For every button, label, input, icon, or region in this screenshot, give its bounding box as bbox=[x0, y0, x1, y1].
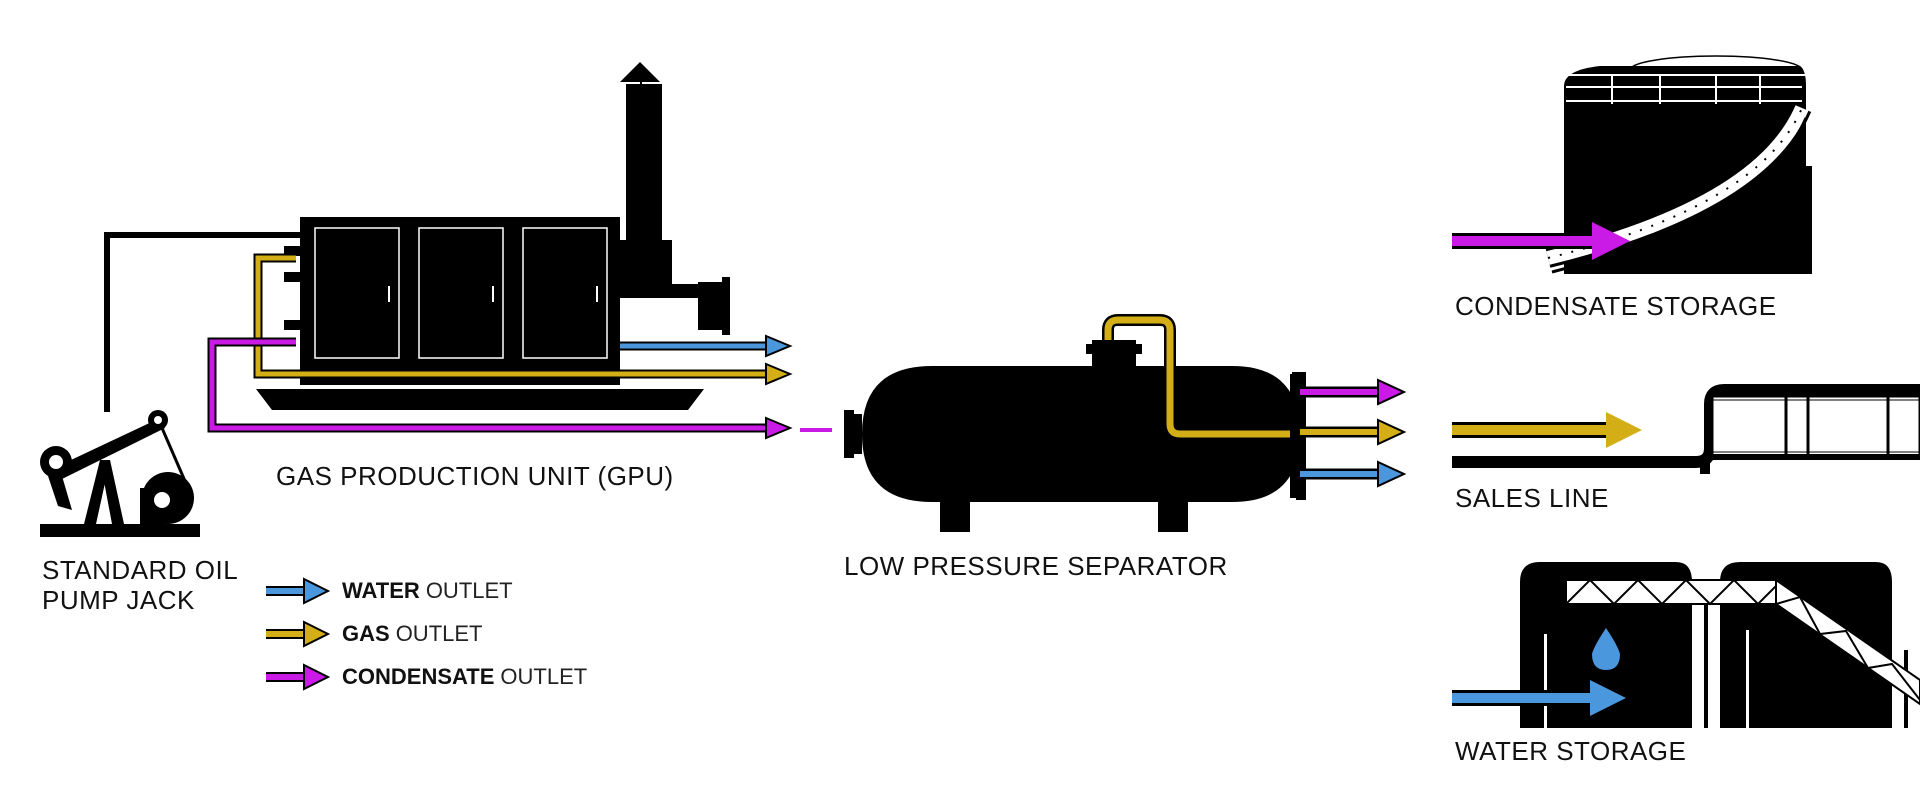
water-tank-icon bbox=[1520, 562, 1920, 728]
separator-outlet-lines bbox=[1292, 372, 1407, 498]
legend-item-condensate: CONDENSATE OUTLET bbox=[262, 661, 587, 693]
legend-gas-strong: GAS bbox=[342, 621, 390, 646]
gpu-outlet-lines bbox=[207, 253, 832, 440]
pump-jack-label-line1: STANDARD OIL bbox=[42, 555, 239, 585]
sales-line-pipe-icon bbox=[1452, 384, 1920, 474]
pump-jack-label-line2: PUMP JACK bbox=[42, 585, 195, 615]
water-storage-label: WATER STORAGE bbox=[1455, 736, 1687, 766]
storage-tank-icon bbox=[1452, 55, 1812, 274]
legend-water-rest: OUTLET bbox=[425, 578, 513, 603]
gpu-label: GAS PRODUCTION UNIT (GPU) bbox=[276, 461, 674, 491]
legend-condensate-strong: CONDENSATE bbox=[342, 664, 495, 689]
legend-water-strong: WATER bbox=[342, 578, 420, 603]
pump-jack-icon bbox=[40, 232, 302, 537]
condensate-storage-label: CONDENSATE STORAGE bbox=[1455, 291, 1777, 321]
gas-arrow-icon bbox=[266, 620, 331, 648]
separator-icon bbox=[844, 314, 1306, 532]
water-storage-inlet-arrow bbox=[1452, 680, 1626, 716]
condensate-arrow-icon bbox=[266, 663, 331, 691]
water-arrow-icon bbox=[266, 577, 331, 605]
gas-production-unit-icon bbox=[256, 62, 730, 410]
water-drop-icon bbox=[1592, 628, 1620, 670]
separator-label: LOW PRESSURE SEPARATOR bbox=[844, 551, 1228, 581]
legend-item-gas: GAS OUTLET bbox=[262, 618, 482, 650]
legend-item-water: WATER OUTLET bbox=[262, 575, 513, 607]
legend-condensate-rest: OUTLET bbox=[500, 664, 588, 689]
sales-line-label: SALES LINE bbox=[1455, 483, 1609, 513]
legend-gas-rest: OUTLET bbox=[395, 621, 483, 646]
